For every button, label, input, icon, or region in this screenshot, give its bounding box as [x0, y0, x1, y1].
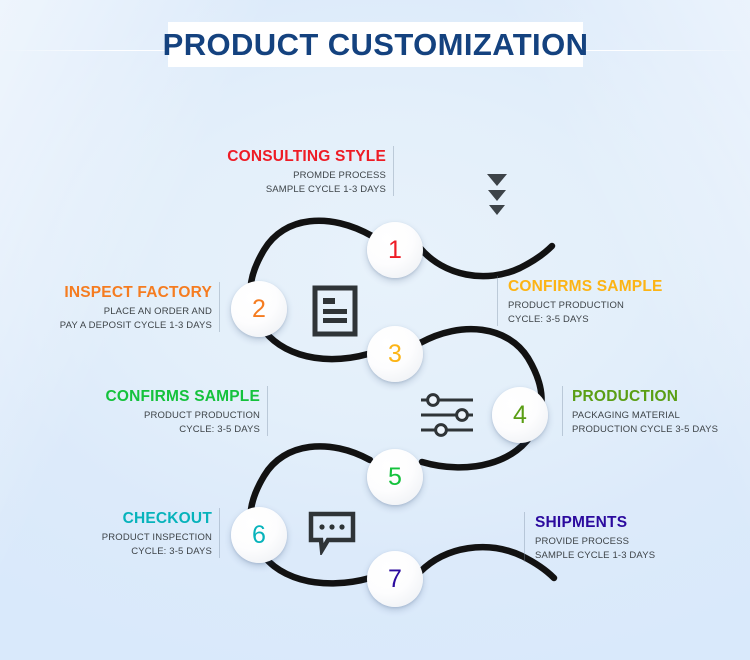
step-label-4-sub1: PACKAGING MATERIAL	[572, 410, 680, 421]
divider-3	[497, 276, 498, 326]
step-label-2-head: INSPECT FACTORY	[64, 284, 212, 301]
step-number-7: 7	[388, 564, 402, 593]
step-label-1-sub1: PROMDE PROCESS	[293, 170, 386, 181]
step-label-5-sub2: CYCLE: 3-5 DAYS	[179, 423, 260, 435]
document-lines-icon	[312, 285, 358, 342]
step-number-2: 2	[252, 294, 266, 323]
title-rule-left	[0, 50, 190, 51]
down-arrow-icon-1	[487, 174, 507, 186]
step-node-3[interactable]: 3	[367, 326, 423, 382]
step-label-5: CONFIRMS SAMPLE PRODUCT PRODUCTION CYCLE…	[42, 387, 260, 436]
page-title-text: PRODUCT CUSTOMIZATION	[162, 26, 589, 62]
step-label-7-sub1: PROVIDE PROCESS	[535, 536, 630, 547]
step-label-1: CONSULTING STYLE PROMDE PROCESS SAMPLE C…	[168, 147, 386, 196]
step-label-5-head: CONFIRMS SAMPLE	[105, 388, 260, 405]
down-arrow-icon-3	[489, 205, 505, 215]
step-node-5[interactable]: 5	[367, 449, 423, 505]
step-label-3-sub2: CYCLE: 3-5 DAYS	[508, 313, 589, 325]
step-label-2-sub1: PLACE AN ORDER AND	[103, 306, 212, 317]
step-label-2: INSPECT FACTORY PLACE AN ORDER AND PAY A…	[10, 283, 212, 332]
sliders-settings-icon	[419, 392, 477, 443]
step-label-4: PRODUCTION PACKAGING MATERIAL PRODUCTION…	[572, 387, 747, 436]
step-label-1-sub2: SAMPLE CYCLE 1-3 DAYS	[265, 183, 386, 195]
step-label-6: CHECKOUT PRODUCT INSPECTION CYCLE: 3-5 D…	[12, 509, 212, 558]
divider-5	[267, 386, 268, 436]
step-label-5-sub1: PRODUCT PRODUCTION	[144, 410, 260, 421]
divider-4	[562, 386, 563, 436]
step-label-2-sub2: PAY A DEPOSIT CYCLE 1-3 DAYS	[59, 319, 212, 331]
step-label-7-sub2: SAMPLE CYCLE 1-3 DAYS	[535, 549, 656, 561]
step-label-6-sub1: PRODUCT INSPECTION	[101, 532, 212, 543]
step-label-1-head: CONSULTING STYLE	[227, 148, 386, 165]
step-node-2[interactable]: 2	[231, 281, 287, 337]
triple-down-arrow-icon	[487, 174, 507, 219]
step-node-6[interactable]: 6	[231, 507, 287, 563]
down-arrow-icon-2	[488, 190, 506, 201]
divider-2	[219, 282, 220, 332]
page-title: PRODUCT CUSTOMIZATION	[163, 22, 588, 67]
step-number-6: 6	[252, 520, 266, 549]
step-number-1: 1	[388, 235, 402, 264]
divider-6	[219, 508, 220, 558]
step-label-4-sub2: PRODUCTION CYCLE 3-5 DAYS	[572, 423, 719, 435]
step-label-3-head: CONFIRMS SAMPLE	[508, 278, 663, 295]
divider-1	[393, 146, 394, 196]
curve-tail-bottom-right	[416, 543, 558, 582]
step-node-4[interactable]: 4	[492, 387, 548, 443]
curve-tail-top-right	[416, 242, 556, 280]
step-node-1[interactable]: 1	[367, 222, 423, 278]
step-node-7[interactable]: 7	[367, 551, 423, 607]
step-label-6-head: CHECKOUT	[122, 510, 212, 527]
step-label-7: SHIPMENTS PROVIDE PROCESS SAMPLE CYCLE 1…	[535, 513, 745, 562]
step-number-3: 3	[388, 339, 402, 368]
step-label-4-head: PRODUCTION	[572, 388, 679, 405]
step-label-3: CONFIRMS SAMPLE PRODUCT PRODUCTION CYCLE…	[508, 277, 738, 326]
step-label-6-sub2: CYCLE: 3-5 DAYS	[131, 545, 212, 557]
step-label-3-sub1: PRODUCT PRODUCTION	[508, 300, 624, 311]
divider-7	[524, 512, 525, 562]
step-label-7-head: SHIPMENTS	[535, 514, 628, 531]
title-rule-right	[560, 50, 750, 51]
step-number-4: 4	[513, 400, 527, 429]
step-number-5: 5	[388, 462, 402, 491]
chat-bubble-dots-icon	[308, 511, 358, 560]
